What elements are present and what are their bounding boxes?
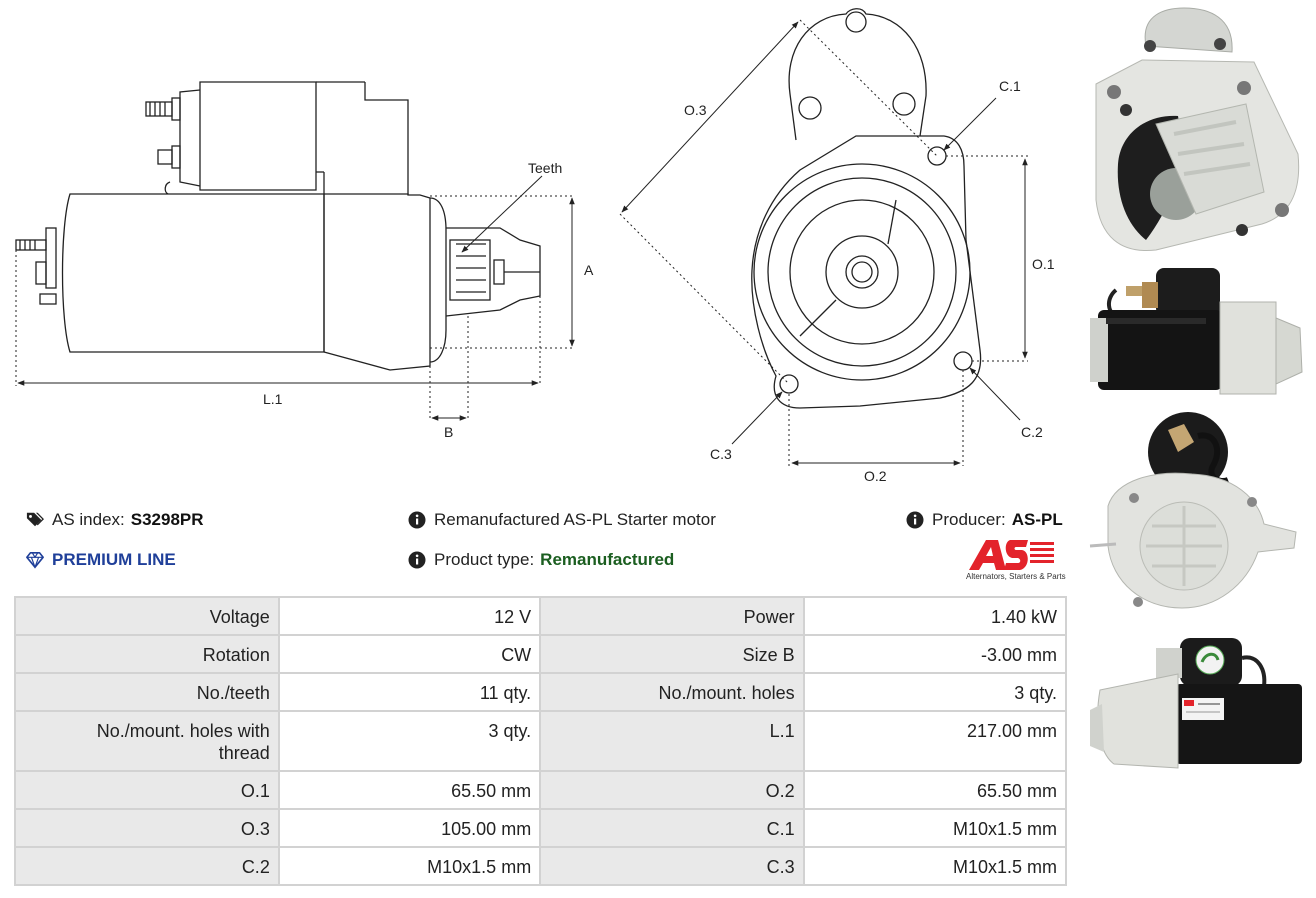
front-view-drawing xyxy=(751,8,982,409)
table-row: No./mount. holes with thread 3 qty. L.1 … xyxy=(14,710,1068,772)
spec-value: M10x1.5 mm xyxy=(277,846,542,886)
diamond-icon xyxy=(26,551,44,569)
premium-line-text: PREMIUM LINE xyxy=(52,550,176,569)
as-index: AS index: S3298PR xyxy=(26,510,204,530)
spec-value: 105.00 mm xyxy=(277,808,542,848)
label-o2: O.2 xyxy=(864,468,887,484)
table-row: C.2 M10x1.5 mm C.3 M10x1.5 mm xyxy=(14,846,1068,886)
info-circle-icon xyxy=(408,511,426,529)
spec-value: 3 qty. xyxy=(277,710,542,772)
info-circle-icon xyxy=(408,551,426,569)
product-type-value: Remanufactured xyxy=(540,550,675,569)
producer-value: AS-PL xyxy=(1011,510,1063,529)
spec-value: M10x1.5 mm xyxy=(802,808,1068,848)
spec-key: C.3 xyxy=(539,846,805,886)
label-b: B xyxy=(444,424,453,440)
spec-key: Power xyxy=(539,596,805,636)
spec-key: C.1 xyxy=(539,808,805,848)
spec-key: O.1 xyxy=(14,770,280,810)
table-row: Voltage 12 V Power 1.40 kW xyxy=(14,596,1068,636)
as-index-value: S3298PR xyxy=(130,510,204,529)
technical-drawing: Teeth A L.1 B O.3 xyxy=(15,8,1055,484)
product-type: Product type: Remanufactured xyxy=(408,550,674,570)
tags-icon xyxy=(26,512,44,527)
product-type-label: Product type: xyxy=(434,550,535,569)
specs-table: Voltage 12 V Power 1.40 kW Rotation CW S… xyxy=(14,596,1068,886)
spec-value: 1.40 kW xyxy=(802,596,1068,636)
label-teeth: Teeth xyxy=(528,160,562,176)
spec-value: CW xyxy=(277,634,542,674)
spec-key: No./mount. holes xyxy=(539,672,805,712)
product-description: Remanufactured AS-PL Starter motor xyxy=(408,510,716,530)
spec-value: 65.50 mm xyxy=(802,770,1068,810)
producer: Producer: AS-PL xyxy=(906,510,1063,530)
label-o1: O.1 xyxy=(1032,256,1055,272)
product-photo-front[interactable] xyxy=(1086,4,1310,262)
spec-key: O.3 xyxy=(14,808,280,848)
spec-key: No./teeth xyxy=(14,672,280,712)
table-row: O.3 105.00 mm C.1 M10x1.5 mm xyxy=(14,808,1068,848)
spec-value: 65.50 mm xyxy=(277,770,542,810)
label-c1: C.1 xyxy=(999,78,1021,94)
as-index-label: AS index: xyxy=(52,510,125,529)
label-c2: C.2 xyxy=(1021,424,1043,440)
spec-key: Voltage xyxy=(14,596,280,636)
label-a: A xyxy=(584,262,594,278)
brand-tagline: Alternators, Starters & Parts xyxy=(966,572,1066,581)
as-logo-icon xyxy=(969,540,1054,570)
spec-key: O.2 xyxy=(539,770,805,810)
spec-key: No./mount. holes with thread xyxy=(14,710,280,772)
table-row: Rotation CW Size B -3.00 mm xyxy=(14,634,1068,674)
spec-key: C.2 xyxy=(14,846,280,886)
premium-line-badge: PREMIUM LINE xyxy=(26,550,176,570)
spec-key: Rotation xyxy=(14,634,280,674)
spec-key-text: No./mount. holes with thread xyxy=(96,721,270,763)
info-circle-icon xyxy=(906,511,924,529)
spec-value: 11 qty. xyxy=(277,672,542,712)
table-row: O.1 65.50 mm O.2 65.50 mm xyxy=(14,770,1068,810)
label-o3: O.3 xyxy=(684,102,707,118)
spec-value: 3 qty. xyxy=(802,672,1068,712)
spec-value: -3.00 mm xyxy=(802,634,1068,674)
producer-label: Producer: xyxy=(932,510,1006,529)
as-pl-logo: Alternators, Starters & Parts xyxy=(964,538,1068,584)
spec-key: Size B xyxy=(539,634,805,674)
product-photo-side[interactable] xyxy=(1086,262,1310,402)
label-c3: C.3 xyxy=(710,446,732,462)
side-view-drawing xyxy=(15,81,541,371)
product-description-text: Remanufactured AS-PL Starter motor xyxy=(434,510,716,529)
product-photo-label[interactable] xyxy=(1086,634,1310,774)
spec-value: 12 V xyxy=(277,596,542,636)
label-l1: L.1 xyxy=(263,391,283,407)
spec-value: M10x1.5 mm xyxy=(802,846,1068,886)
spec-value: 217.00 mm xyxy=(802,710,1068,772)
product-photo-rear[interactable] xyxy=(1086,406,1310,620)
spec-key: L.1 xyxy=(539,710,805,772)
table-row: No./teeth 11 qty. No./mount. holes 3 qty… xyxy=(14,672,1068,712)
